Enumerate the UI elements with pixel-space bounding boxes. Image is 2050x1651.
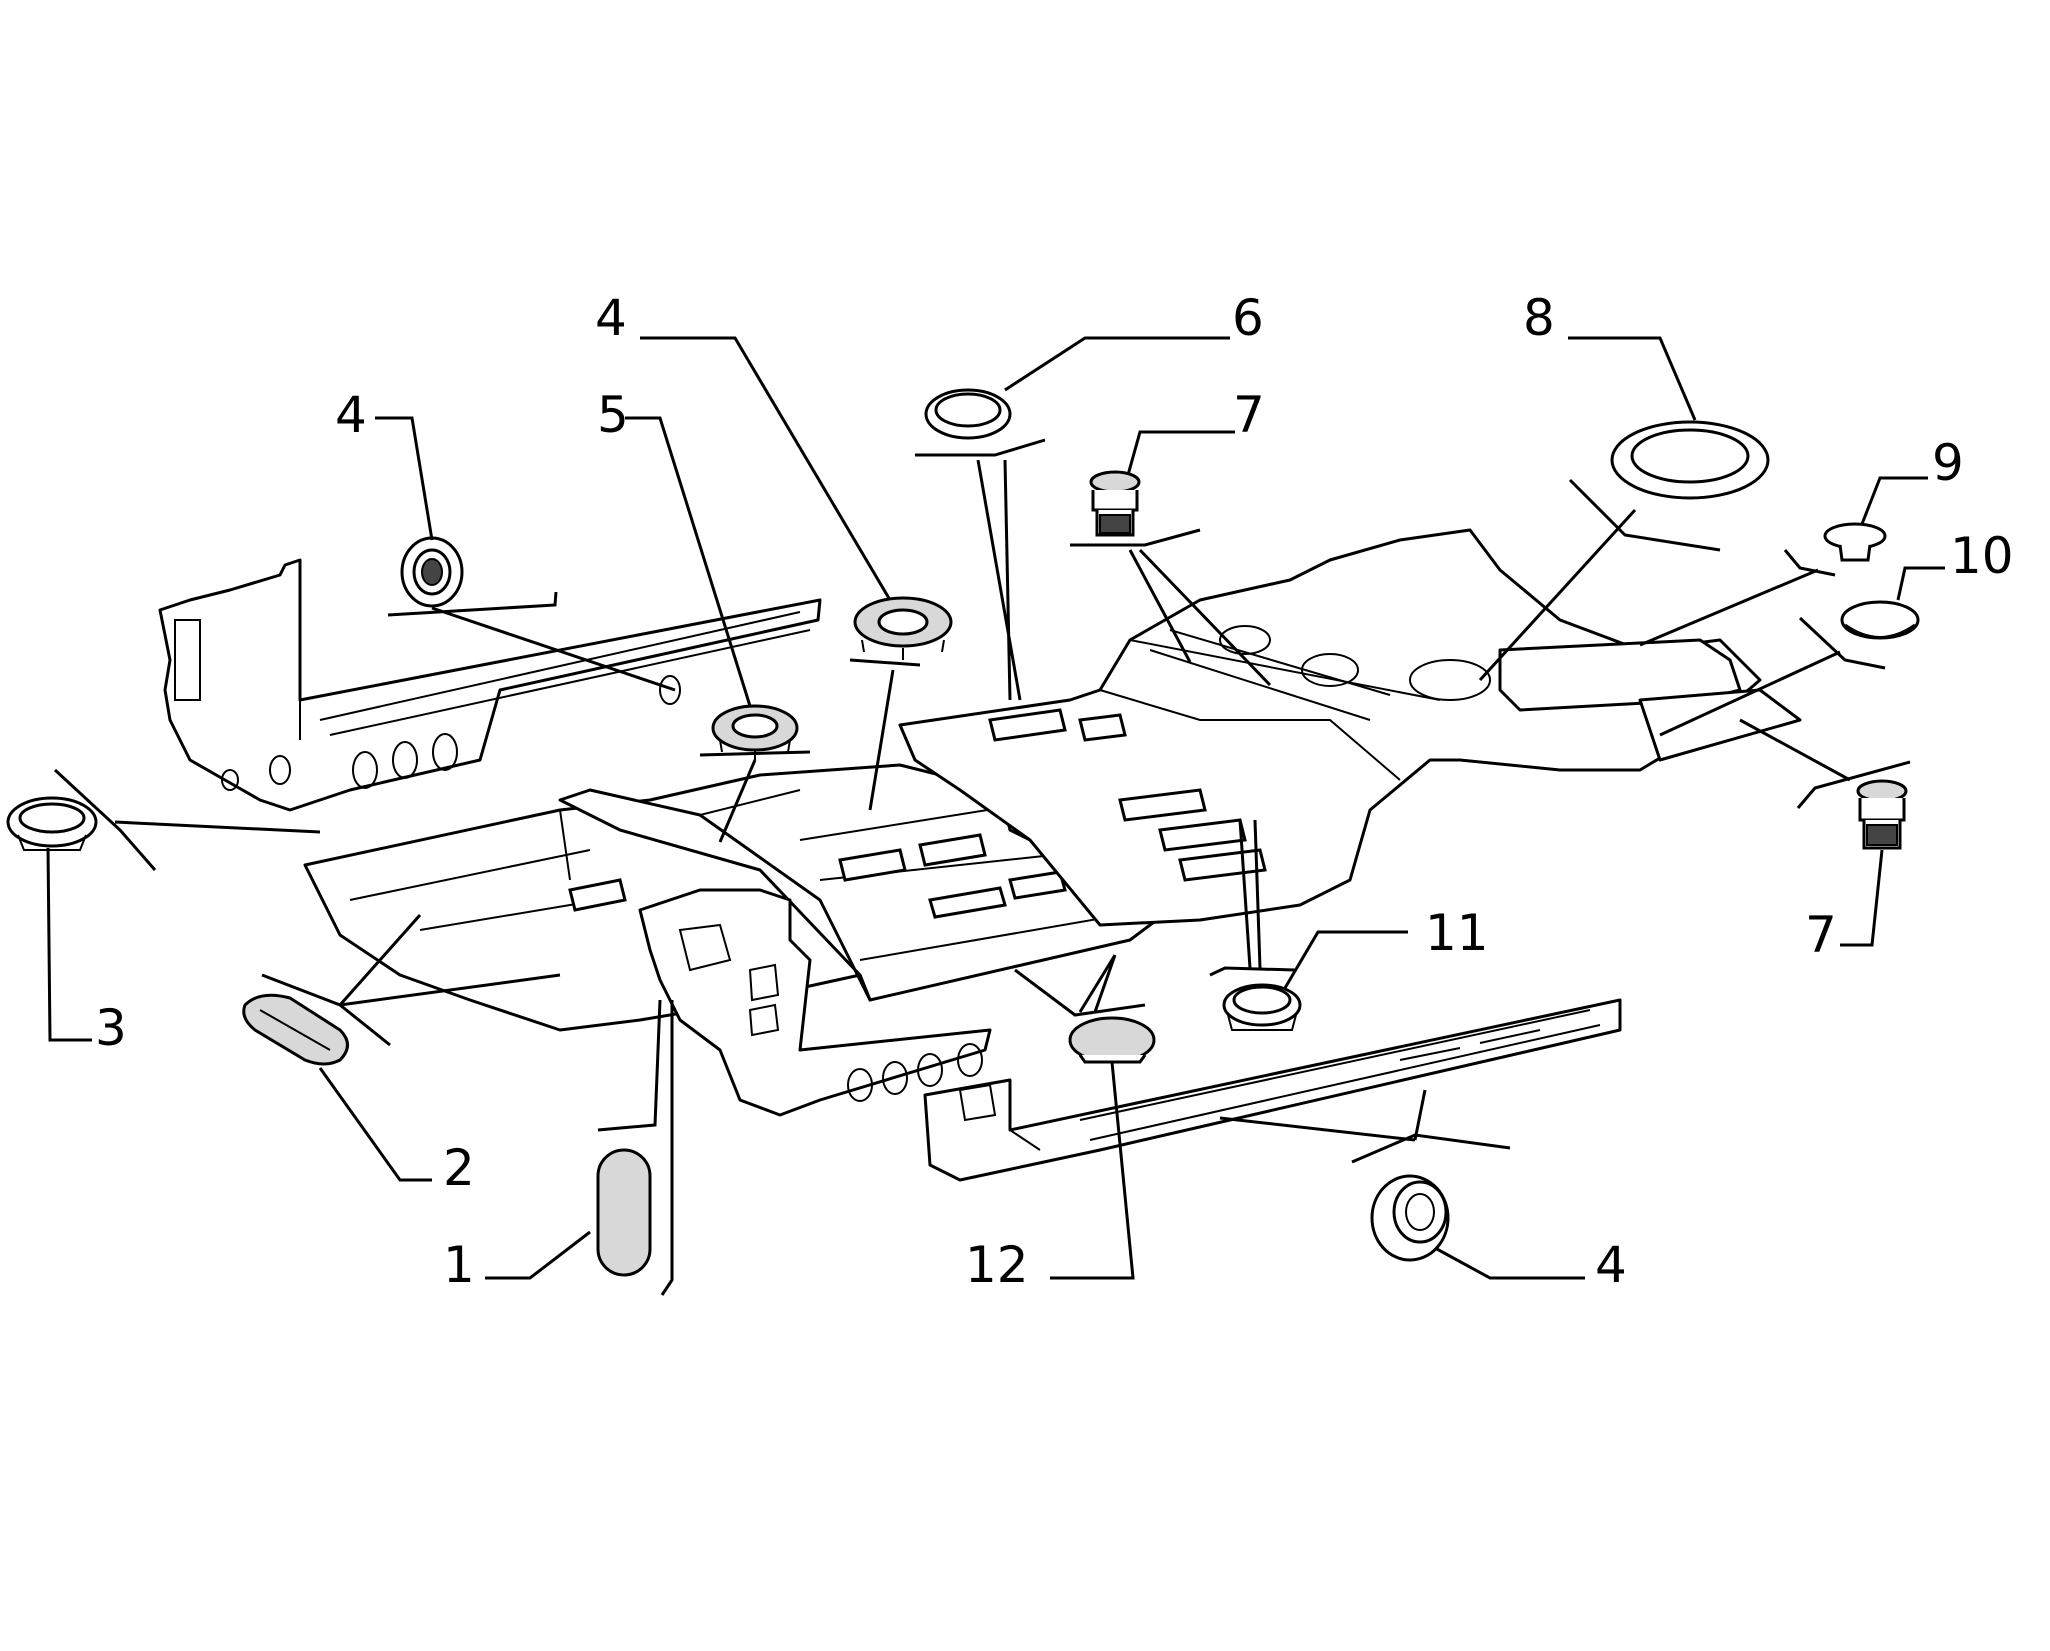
leader-lines [46,336,1945,1296]
plug-7-right [1856,779,1908,850]
grommet-4-top-left [400,536,464,608]
plug-12 [1068,1016,1156,1064]
callout-1: 1 [443,1236,475,1294]
grommet-6 [924,388,1012,440]
front-sill-holes [847,1043,983,1102]
callout-4-bottom-right: 4 [1595,1236,1627,1294]
callout-11: 11 [1425,904,1489,962]
callout-7-top: 7 [1233,386,1265,444]
callout-4-upper-middle: 4 [595,289,627,347]
right-side-sill [923,998,1622,1182]
callout-9: 9 [1932,434,1964,492]
callout-7-right: 7 [1805,906,1837,964]
grommet-5 [711,704,799,760]
rear-crossmember [1638,688,1802,762]
grommet-4-bottom-right [1370,1174,1450,1262]
centre-tunnel [558,788,872,1002]
callout-2: 2 [443,1139,475,1197]
callout-6: 6 [1232,289,1264,347]
floor-pan-assembly [158,528,1802,1182]
callout-8: 8 [1523,289,1555,347]
left-side-sill [158,558,822,812]
plug-7-top [1089,470,1141,537]
callout-numbers: 4 4 5 6 7 8 9 10 7 11 3 2 1 12 4 [95,289,2014,1294]
callout-10: 10 [1950,527,2014,585]
plug-2-oval [242,993,349,1066]
callout-4-top-left: 4 [335,386,367,444]
grommet-8 [1610,420,1770,500]
grommet-3 [6,796,98,851]
sill-holes [221,675,681,791]
cap-9 [1823,522,1887,562]
grommet-11 [1222,983,1302,1031]
grommet-4-upper-middle [853,596,953,660]
callout-5: 5 [597,386,629,444]
callout-12: 12 [965,1236,1029,1294]
cap-10 [1840,600,1920,640]
callout-3: 3 [95,999,127,1057]
plug-1-oval [596,1148,652,1277]
parts [6,388,1920,1277]
